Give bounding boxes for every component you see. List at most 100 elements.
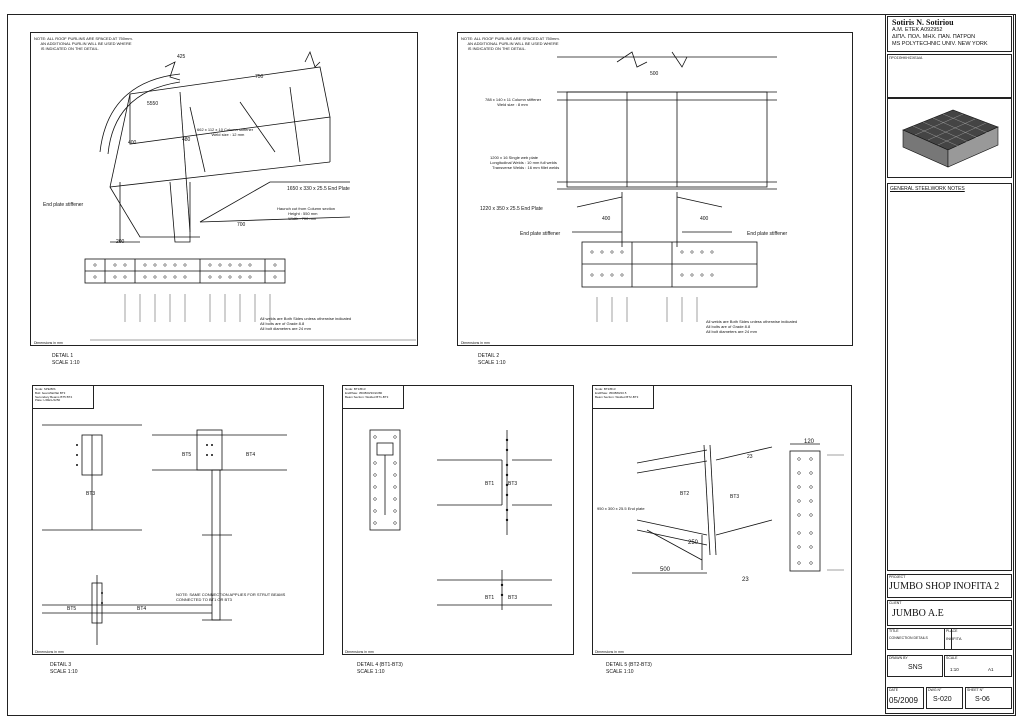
d1-end-plate-stiffener: End plate stiffener [43,202,84,208]
d2-dim-400-left: 400 [602,216,611,222]
d2-stiffener-left: End plate stiffener [520,231,561,237]
dwg-label: DWG N° [928,688,942,692]
sheet-border [7,14,1016,716]
d4-label-bt13-b: BT3 [508,595,518,601]
d3-note: NOTE: SAME CONNECTION APPLIES FOR STRUT … [176,592,286,602]
d5-label-bt13: BT3 [730,494,740,500]
d5-info: Node: BT2/B13 EndPlate: 350/880/20.5 Bea… [595,387,639,399]
d1-dim-700: 700 [237,222,246,228]
project-label: PROJECT [889,575,906,579]
scale-value: 1:10 [950,667,959,672]
detail-2-note: NOTE: ALL ROOF PURLINS ARE SPACED AT 750… [461,36,560,51]
d5-label-bt2: BT2 [680,491,690,497]
project-name: JUMBO SHOP INOFITA 2 [889,581,1000,592]
client-name: JUMBO A.E [892,608,944,619]
d5-dim-250: 250 [688,540,699,546]
d5-end-plate: 950 x 300 x 25.5 End plate [597,506,645,511]
author-school: MS POLYTECHNIC UNIV. NEW YORK [892,41,988,47]
d5-dim-500: 500 [660,567,671,573]
d2-stiffener-right: End plate stiffener [747,231,788,237]
d2-column-stiffener: 788 x 140 x 11 Column stiffener Weld siz… [485,97,542,107]
d3-label-bt5-b: BT5 [67,606,77,612]
place-label: PLACE [946,629,958,633]
drawing-title: CONNECTION DETAILS [889,636,928,640]
sheet-no-label: SHEET N° [967,688,984,692]
detail-5-frame [592,385,852,655]
d1-dim-750: 750 [255,74,264,80]
d2-dim-500: 500 [650,71,659,77]
client-box [887,600,1012,626]
d1-dim-425: 425 [177,54,186,60]
d1-column-stiffener: 662 x 112 x 10 Column stiffener Weld siz… [197,127,254,137]
detail-1-scale: SCALE 1:10 [52,360,80,366]
d5-weld-23-b: 23 [742,577,749,583]
detail-5-scale: SCALE 1:10 [606,669,634,675]
d3-label-bt4-b: BT4 [137,606,147,612]
place-box [944,628,1012,650]
date-label: DATE [889,688,899,692]
detail-3-drawing [42,424,287,645]
dwg-box [926,687,963,709]
detail-1-frame [30,32,418,346]
d2-end-plate: 1220 x 350 x 25.5 End Plate [480,206,543,212]
d5-weld-23-a: 23 [747,454,753,460]
d4-info-box [342,385,404,409]
d4-label-bt1: BT1 [485,481,495,487]
d3-label-bt4: BT4 [246,452,256,458]
revisions-box [887,54,1012,98]
scale-label: SCALE [946,656,958,660]
d1-dim-5550: 5550 [147,101,159,107]
date-value: 05/2009 [889,696,918,705]
d1-dim-480: 480 [182,137,191,143]
dwg-value: S-020 [933,696,952,703]
d2-web-plate: 1200 x 16 Single web plate Longitudinal … [490,155,560,170]
d5-dim-note: Dimensions in mm [595,650,624,654]
d2-weld-notes: All welds are Both Sides unless otherwis… [706,319,798,334]
detail-5-caption: DETAIL 5 (BT2-BT3) [606,662,652,668]
drawn-box [887,655,943,677]
d5-dim-120: 120 [804,439,815,445]
d5-info-box [592,385,654,409]
title-block [885,14,1014,714]
d1-dim-note: Dimensions in mm [34,341,63,345]
date-box [887,687,924,709]
place-value: INOFITA [946,636,962,641]
size-value: A1 [988,667,994,672]
d1-dim-400: 400 [128,140,137,146]
d3-dim-note: Dimensions in mm [35,650,64,654]
detail-2-drawing [557,51,777,322]
title-label: TITLE [889,629,899,633]
d1-dim-200: 200 [116,239,125,245]
detail-1-caption: DETAIL 1 [52,353,74,359]
d2-dim-400-right: 400 [700,216,709,222]
detail-1-drawing [84,50,416,341]
d1-haunch: Haunch cut from Column section Height : … [277,206,336,221]
d1-weld-notes: All welds are Both Sides unless otherwis… [260,316,352,331]
sheet-no-box [965,687,1012,709]
detail-3-caption: DETAIL 3 [50,662,72,668]
detail-3-frame [32,385,324,655]
detail-2-scale: SCALE 1:10 [478,360,506,366]
d4-label-bt13: BT3 [508,481,518,487]
d3-label-bt5: BT5 [182,452,192,458]
detail-2-frame [457,32,853,346]
preview-box [887,98,1012,178]
author-name: Sotiris N. Sotiriou [892,18,954,27]
client-label: CLIENT [889,601,902,605]
detail-1-note: NOTE: ALL ROOF PURLINS ARE SPACED AT 750… [34,36,133,51]
revisions-label: ΠΡΟΣΘΗΚΗ/ΣΧΕΔΙΑ [889,56,923,60]
detail-2-caption: DETAIL 2 [478,353,500,359]
title-box [887,628,952,650]
detail-4-scale: SCALE 1:10 [357,669,385,675]
d4-label-bt1-b: BT1 [485,595,495,601]
author-box [887,16,1012,52]
notes-box [887,183,1012,571]
author-degree: ΔΙΠΛ. ΠΟΛ. ΜΗΧ. ΠΑΝ. ΠΑΤΡΩΝ [892,34,976,40]
drawn-label: DRAWN BY [889,656,908,660]
d3-label-bt3: BT3 [86,491,96,497]
author-reg: A.M. ETEK A092952 [892,27,943,33]
sheet-no-value: S-06 [975,696,990,703]
detail-4-caption: DETAIL 4 (BT1-BT3) [357,662,403,668]
detail-5-drawing [632,443,844,574]
